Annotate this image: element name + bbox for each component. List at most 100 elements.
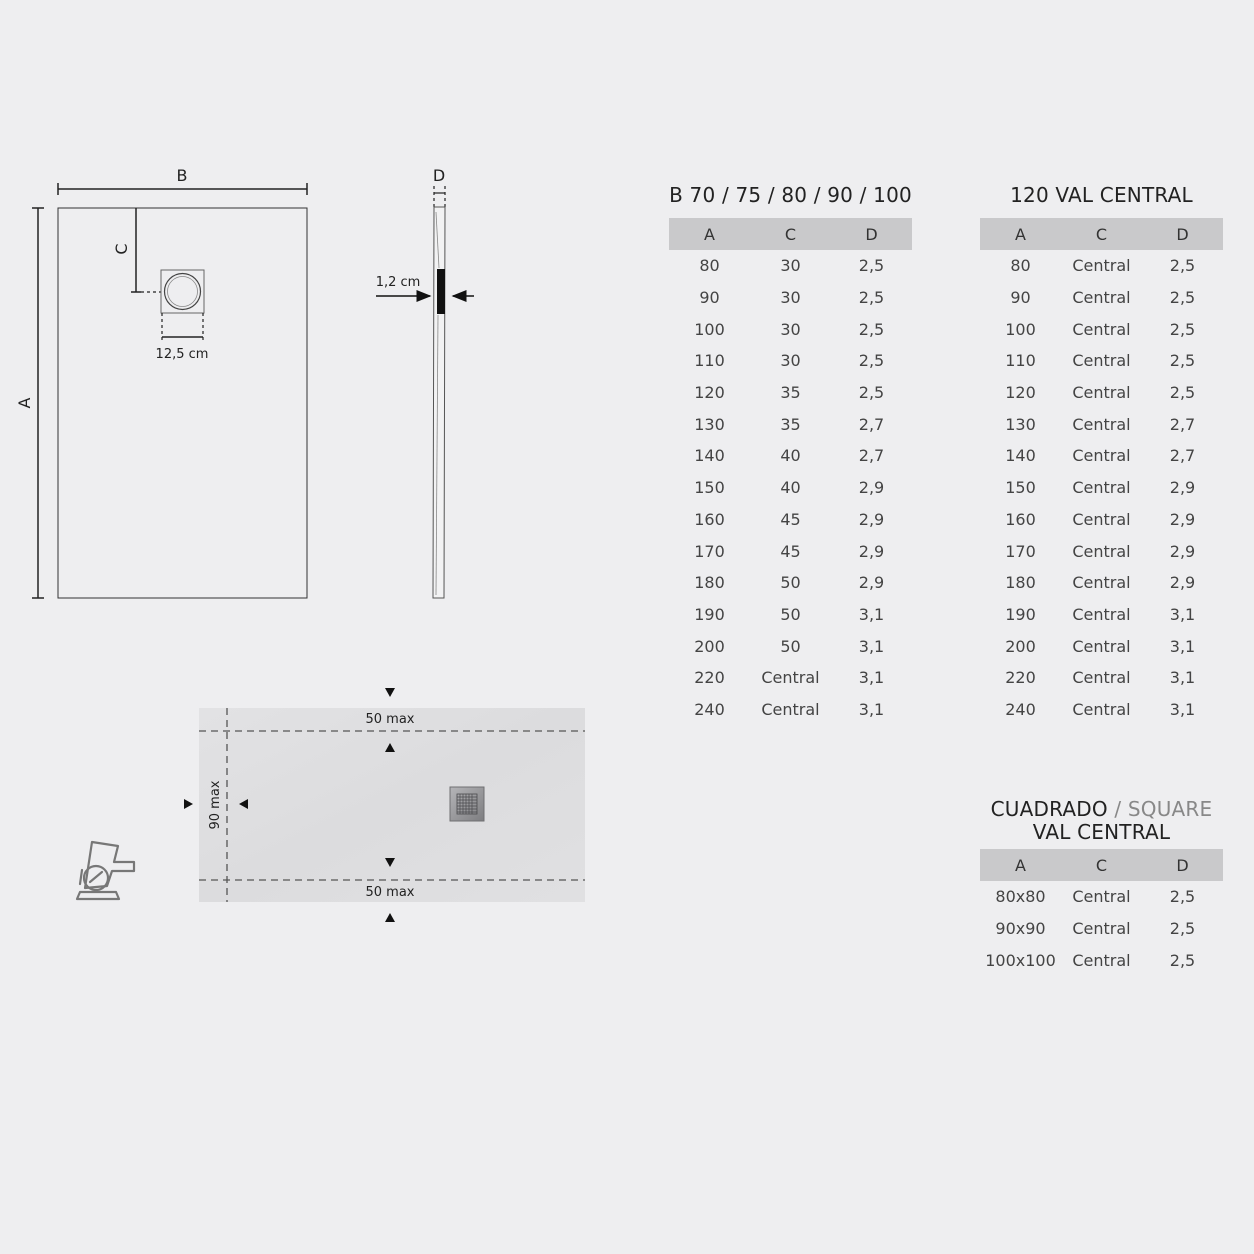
cell-a: 190 <box>694 604 725 624</box>
cell-d: 2,5 <box>1169 950 1196 970</box>
column-header-a: A <box>669 218 750 250</box>
cell-a: 200 <box>1005 636 1036 656</box>
circular-saw-icon <box>75 840 136 901</box>
cell-c: 45 <box>780 541 801 561</box>
thickness-marker <box>437 269 445 314</box>
cut-top-label: 50 max <box>366 712 415 727</box>
cell-c: 50 <box>780 573 801 593</box>
cell-a: 200 <box>694 636 725 656</box>
cell-d: 2,7 <box>858 414 885 434</box>
arrow-left-icon <box>239 799 248 809</box>
cell-c: 30 <box>780 256 801 276</box>
thickness-label: 1,2 cm <box>376 275 421 290</box>
arrow-up-icon <box>385 743 395 752</box>
cell-a: 170 <box>694 541 725 561</box>
cell-d: 2,5 <box>1169 288 1196 308</box>
cell-a: 170 <box>1005 541 1036 561</box>
cell-c: 50 <box>780 636 801 656</box>
cell-d: 2,5 <box>858 256 885 276</box>
cell-c: 45 <box>780 509 801 529</box>
column-header-c: C <box>1061 849 1142 881</box>
cell-a: 130 <box>694 414 725 434</box>
cell-c: Central <box>1072 414 1131 434</box>
cell-c: Central <box>1072 699 1131 719</box>
cell-d: 2,9 <box>858 478 885 498</box>
cell-a: 110 <box>1005 351 1036 371</box>
cell-a: 190 <box>1005 604 1036 624</box>
arrow-down-icon <box>385 688 395 697</box>
cell-c: Central <box>1072 509 1131 529</box>
cell-c: 35 <box>780 383 801 403</box>
side-view: D 1,2 cm <box>376 166 474 599</box>
dimension-label-d: D <box>433 166 445 185</box>
cell-d: 2,5 <box>1169 319 1196 339</box>
cell-d: 2,9 <box>1169 573 1196 593</box>
cell-c: Central <box>1072 288 1131 308</box>
cell-d: 2,9 <box>858 573 885 593</box>
table-row: 200 Central 3,1 <box>980 630 1223 662</box>
cell-a: 100 <box>694 319 725 339</box>
cell-d: 2,9 <box>858 541 885 561</box>
cell-d: 2,7 <box>1169 446 1196 466</box>
column-header-c: C <box>1061 218 1142 250</box>
title-separator: / <box>1107 797 1128 821</box>
cell-d: 3,1 <box>858 699 885 719</box>
cell-d: 2,5 <box>1169 919 1196 939</box>
cell-c: Central <box>1072 573 1131 593</box>
cell-a: 80 <box>699 256 720 276</box>
dimension-label-c: C <box>112 243 131 254</box>
cell-c: 30 <box>780 351 801 371</box>
cell-a: 90 <box>699 288 720 308</box>
cell-c: Central <box>1072 383 1131 403</box>
cell-a: 130 <box>1005 414 1036 434</box>
cell-d: 2,5 <box>1169 256 1196 276</box>
cell-c: 50 <box>780 604 801 624</box>
cell-d: 2,5 <box>858 351 885 371</box>
cell-a: 90x90 <box>995 919 1046 939</box>
cell-d: 2,5 <box>858 383 885 403</box>
table-row: 80 Central 2,5 <box>980 250 1223 282</box>
cell-a: 120 <box>694 383 725 403</box>
cell-c: Central <box>1072 541 1131 561</box>
cell-a: 80 <box>1010 256 1031 276</box>
table-header-row: A C D <box>669 218 912 250</box>
cell-c: 30 <box>780 319 801 339</box>
top-view: B A C 12,5 cm <box>15 166 308 599</box>
table-row: 170 45 2,9 <box>669 535 912 567</box>
cell-a: 90 <box>1010 288 1031 308</box>
cell-d: 2,5 <box>1169 351 1196 371</box>
cell-d: 3,1 <box>1169 636 1196 656</box>
cell-d: 2,5 <box>858 288 885 308</box>
cell-d: 2,5 <box>1169 383 1196 403</box>
cell-c: Central <box>1072 636 1131 656</box>
cell-d: 3,1 <box>858 668 885 688</box>
cell-a: 100x100 <box>985 950 1056 970</box>
cell-d: 2,5 <box>858 319 885 339</box>
cell-a: 240 <box>694 699 725 719</box>
cell-a: 160 <box>694 509 725 529</box>
table-row: 90 Central 2,5 <box>980 282 1223 314</box>
arrow-right-icon <box>184 799 193 809</box>
cell-a: 160 <box>1005 509 1036 529</box>
cell-c: Central <box>1072 256 1131 276</box>
